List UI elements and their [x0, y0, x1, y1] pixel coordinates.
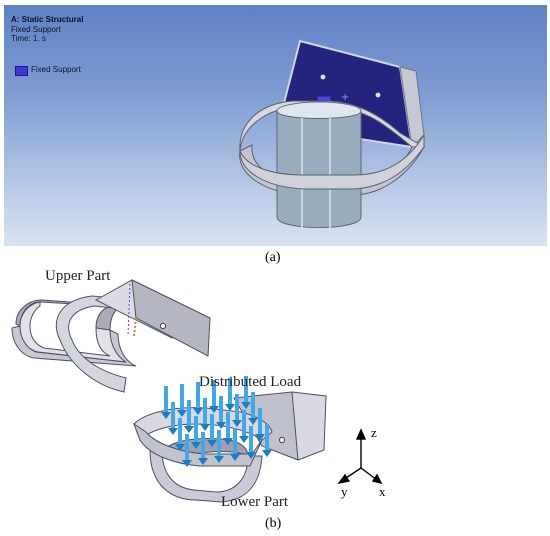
analysis-title: A: Static Structural — [11, 15, 84, 24]
load-arrow-head — [232, 420, 242, 427]
load-arrow-shaft — [249, 426, 253, 452]
lower-part-label: Lower Part — [221, 494, 289, 510]
tube-body — [276, 110, 362, 228]
axis-x-label: x — [379, 484, 386, 499]
bolt-hole — [320, 74, 326, 80]
load-arrow-shaft — [210, 414, 214, 440]
load-arrow-shaft — [180, 384, 184, 410]
coordinate-axes — [337, 428, 383, 485]
load-arrow-shaft — [235, 394, 239, 420]
load-arrow-shaft — [219, 396, 223, 422]
axis-z-label: z — [371, 425, 377, 440]
upper-part-label: Upper Part — [45, 268, 111, 284]
legend-label: Fixed Support — [31, 65, 81, 74]
weld-line — [127, 283, 131, 337]
load-arrow-head — [248, 418, 258, 425]
load-arrow-shaft — [185, 434, 189, 460]
legend-swatch — [15, 66, 28, 76]
load-arrow-shaft — [265, 424, 269, 450]
load-arrow-shaft — [226, 412, 230, 438]
bracket-model-a: + — [239, 39, 426, 230]
panel-a-viewport: A: Static Structural Fixed Support Time:… — [4, 5, 547, 246]
caption-a: (a) — [265, 250, 281, 265]
load-arrow-head — [193, 408, 203, 415]
load-arrow-head — [209, 406, 219, 413]
load-arrow-head — [214, 456, 224, 463]
load-arrow-shaft — [217, 430, 221, 456]
load-arrow-shaft — [187, 400, 191, 426]
load-arrow-head — [223, 438, 233, 445]
load-arrow-head — [216, 422, 226, 429]
bolt-hole — [159, 322, 167, 330]
load-arrow-head — [177, 410, 187, 417]
load-arrow-shaft — [194, 416, 198, 442]
load-arrow-head — [182, 460, 192, 467]
z-arrowhead — [355, 428, 367, 440]
load-arrow-head — [184, 426, 194, 433]
load-arrow-head — [191, 442, 201, 449]
load-arrow-head — [246, 452, 256, 459]
distributed-load-arrows — [161, 376, 272, 467]
load-arrow-head — [230, 454, 240, 461]
load-arrow-head — [239, 436, 249, 443]
distributed-load-label: Distributed Load — [199, 374, 302, 390]
load-arrow-head — [225, 404, 235, 411]
upper-half-pipe-shell — [19, 301, 127, 363]
boundary-condition-name: Fixed Support — [11, 25, 61, 34]
lower-half-pipe — [149, 449, 263, 503]
load-arrow-head — [241, 402, 251, 409]
load-arrow-shaft — [244, 376, 248, 402]
load-arrow-shaft — [164, 386, 168, 412]
axis-y-label: y — [341, 484, 348, 499]
load-arrow-head — [255, 434, 265, 441]
load-arrow-shaft — [178, 418, 182, 444]
load-arrow-shaft — [258, 408, 262, 434]
lower-bracket-side — [291, 391, 327, 461]
lower-ring-front — [132, 422, 263, 467]
x-arrowhead — [371, 473, 383, 485]
centroid-marker: + — [341, 92, 349, 103]
load-arrow-shaft — [171, 402, 175, 428]
load-arrow-head — [161, 412, 171, 419]
load-arrow-head — [198, 458, 208, 465]
load-arrow-shaft — [251, 392, 255, 418]
load-arrow-head — [207, 440, 217, 447]
load-arrow-head — [200, 424, 210, 431]
y-arrowhead — [337, 473, 351, 485]
load-arrow-shaft — [233, 428, 237, 454]
load-arrow-shaft — [228, 378, 232, 404]
load-arrow-shaft — [242, 410, 246, 436]
load-arrow-head — [262, 450, 272, 457]
load-arrow-shaft — [212, 380, 216, 406]
bolt-hole — [375, 92, 381, 98]
caption-b: (b) — [265, 516, 282, 531]
bolt-hole — [278, 436, 286, 444]
time-readout: Time: 1. s — [11, 34, 46, 43]
load-arrow-shaft — [196, 382, 200, 408]
weld-line — [133, 317, 137, 337]
load-arrow-shaft — [203, 398, 207, 424]
ring-front — [239, 133, 425, 190]
load-arrow-shaft — [201, 432, 205, 458]
load-arrow-head — [175, 444, 185, 451]
upper-bracket-side — [131, 279, 211, 357]
load-arrow-head — [168, 428, 178, 435]
